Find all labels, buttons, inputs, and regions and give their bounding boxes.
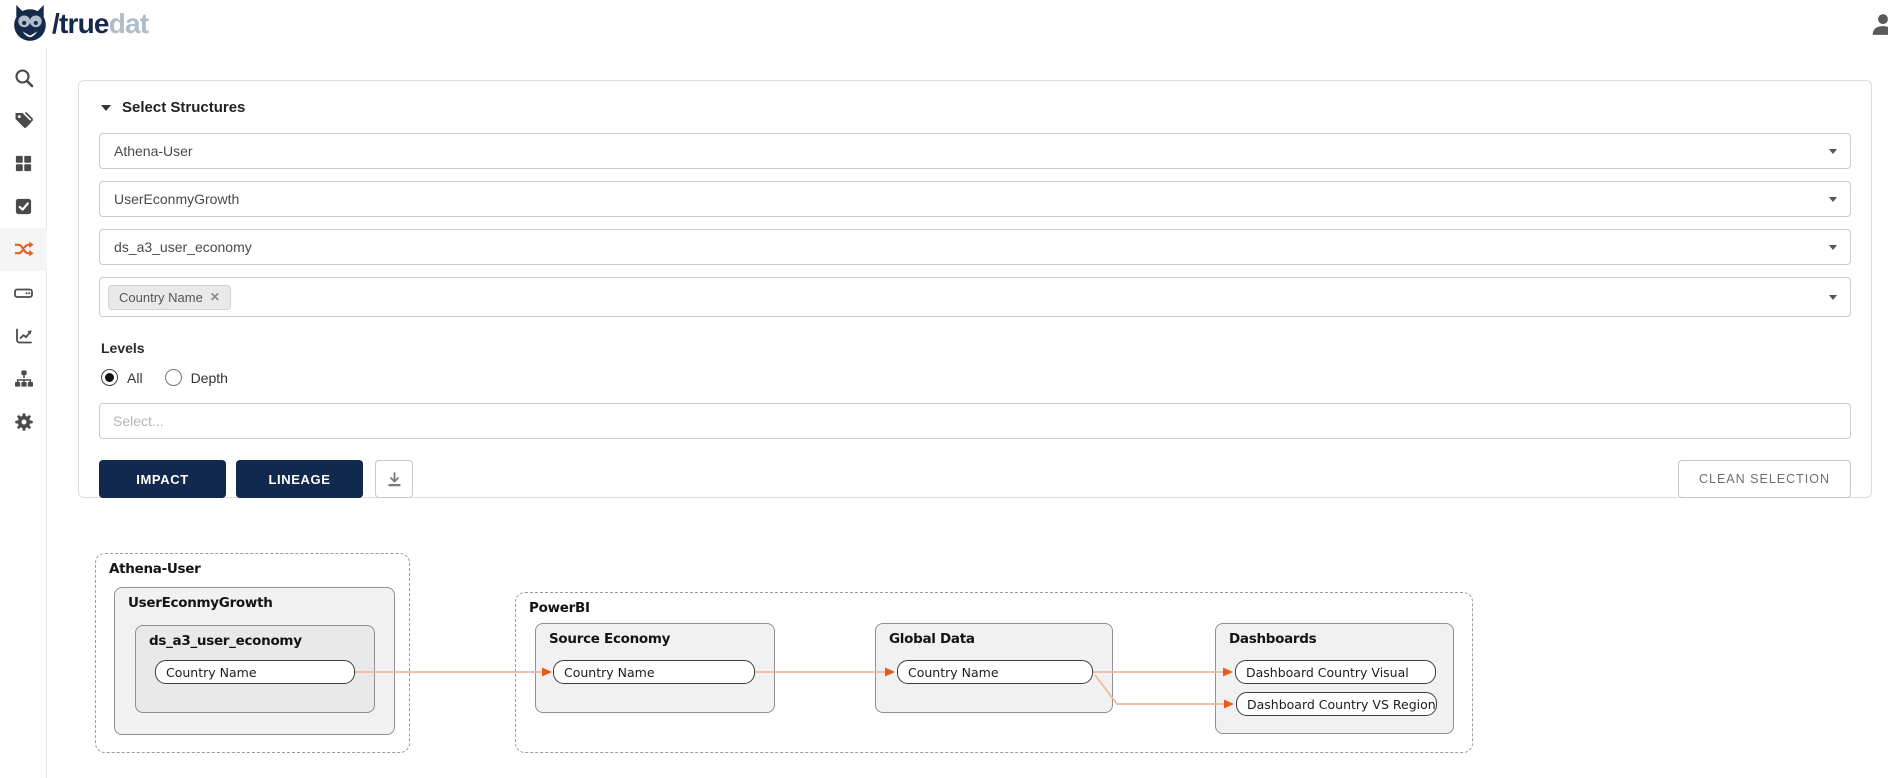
group-label: Athena-User bbox=[109, 561, 201, 577]
remove-tag-icon[interactable]: ✕ bbox=[209, 290, 220, 304]
node-label: Source Economy bbox=[549, 631, 671, 647]
group-select[interactable]: UserEconmyGrowth bbox=[99, 181, 1851, 217]
top-bar: /truedat bbox=[0, 0, 1888, 48]
grid-icon bbox=[15, 155, 32, 172]
gear-icon bbox=[14, 412, 33, 431]
sitemap-icon bbox=[14, 370, 33, 387]
node-label: Dashboards bbox=[1229, 631, 1317, 647]
sidebar-item-systems[interactable] bbox=[0, 271, 47, 314]
node-label: UserEconmyGrowth bbox=[128, 595, 273, 611]
panel-title: Select Structures bbox=[122, 99, 246, 116]
levels-label: Levels bbox=[101, 340, 145, 356]
structure-select[interactable]: ds_a3_user_economy bbox=[99, 229, 1851, 265]
dropdown-caret-icon bbox=[1829, 295, 1837, 300]
lineage-graph: Athena-User UserEconmyGrowth ds_a3_user_… bbox=[0, 545, 1888, 778]
tags-icon bbox=[15, 111, 34, 128]
depth-select-input[interactable] bbox=[99, 403, 1851, 439]
system-select-value: Athena-User bbox=[114, 143, 193, 159]
owl-logo-icon bbox=[14, 5, 46, 41]
sidebar-item-settings[interactable] bbox=[0, 400, 47, 443]
group-label: PowerBI bbox=[529, 600, 590, 616]
server-icon bbox=[14, 288, 33, 298]
graph-field-country-name-source-economy[interactable]: Country Name bbox=[553, 660, 755, 684]
search-icon bbox=[14, 68, 33, 87]
radio-all[interactable] bbox=[101, 369, 118, 386]
panel-collapse-toggle[interactable]: Select Structures bbox=[101, 99, 1851, 116]
radio-depth[interactable] bbox=[164, 369, 182, 386]
sidebar bbox=[0, 48, 47, 778]
sidebar-item-taxonomy[interactable] bbox=[0, 357, 47, 400]
dropdown-caret-icon bbox=[1829, 149, 1837, 154]
graph-group-athena-user[interactable]: Athena-User bbox=[95, 553, 410, 753]
system-select[interactable]: Athena-User bbox=[99, 133, 1851, 169]
node-label: ds_a3_user_economy bbox=[149, 633, 302, 649]
sidebar-item-lineage[interactable] bbox=[0, 228, 47, 271]
actions-row: IMPACT LINEAGE CLEAN SELECTION bbox=[99, 460, 1851, 498]
levels-radio-group: All Depth bbox=[101, 369, 1851, 386]
shuffle-icon bbox=[15, 241, 34, 257]
sidebar-item-glossary[interactable] bbox=[0, 99, 47, 142]
truedat-logo[interactable]: /truedat bbox=[12, 5, 149, 43]
selected-field-chip: Country Name ✕ bbox=[108, 284, 231, 310]
radio-depth-label: Depth bbox=[190, 369, 228, 386]
graph-field-dashboard-country-visual[interactable]: Dashboard Country Visual bbox=[1235, 660, 1436, 684]
graph-field-country-name-global-data[interactable]: Country Name bbox=[897, 660, 1093, 684]
structure-select-value: ds_a3_user_economy bbox=[114, 239, 252, 255]
download-icon bbox=[388, 471, 400, 486]
clean-selection-button[interactable]: CLEAN SELECTION bbox=[1677, 460, 1851, 498]
chart-line-icon bbox=[15, 328, 32, 343]
field-multiselect[interactable]: Country Name ✕ bbox=[99, 277, 1851, 317]
sidebar-item-catalog[interactable] bbox=[0, 142, 47, 185]
select-structures-panel: Select Structures Athena-User UserEconmy… bbox=[78, 80, 1872, 498]
user-icon[interactable] bbox=[1870, 11, 1888, 37]
download-button[interactable] bbox=[375, 460, 413, 498]
dropdown-caret-icon bbox=[1829, 245, 1837, 250]
logo-text: /truedat bbox=[52, 8, 149, 39]
sidebar-item-insights[interactable] bbox=[0, 314, 47, 357]
radio-all-label: All bbox=[127, 369, 143, 386]
graph-field-country-name-source[interactable]: Country Name bbox=[155, 660, 355, 684]
group-select-value: UserEconmyGrowth bbox=[114, 191, 240, 207]
chip-label: Country Name bbox=[119, 289, 203, 305]
node-label: Global Data bbox=[889, 631, 975, 647]
lineage-button[interactable]: LINEAGE bbox=[236, 460, 363, 498]
graph-field-dashboard-country-vs-region[interactable]: Dashboard Country VS Region bbox=[1236, 692, 1437, 716]
dropdown-caret-icon bbox=[1829, 197, 1837, 202]
collapse-caret-icon bbox=[101, 104, 111, 111]
sidebar-item-quality[interactable] bbox=[0, 185, 47, 228]
impact-button[interactable]: IMPACT bbox=[99, 460, 226, 498]
check-square-icon bbox=[15, 198, 32, 215]
sidebar-item-search[interactable] bbox=[0, 56, 47, 99]
